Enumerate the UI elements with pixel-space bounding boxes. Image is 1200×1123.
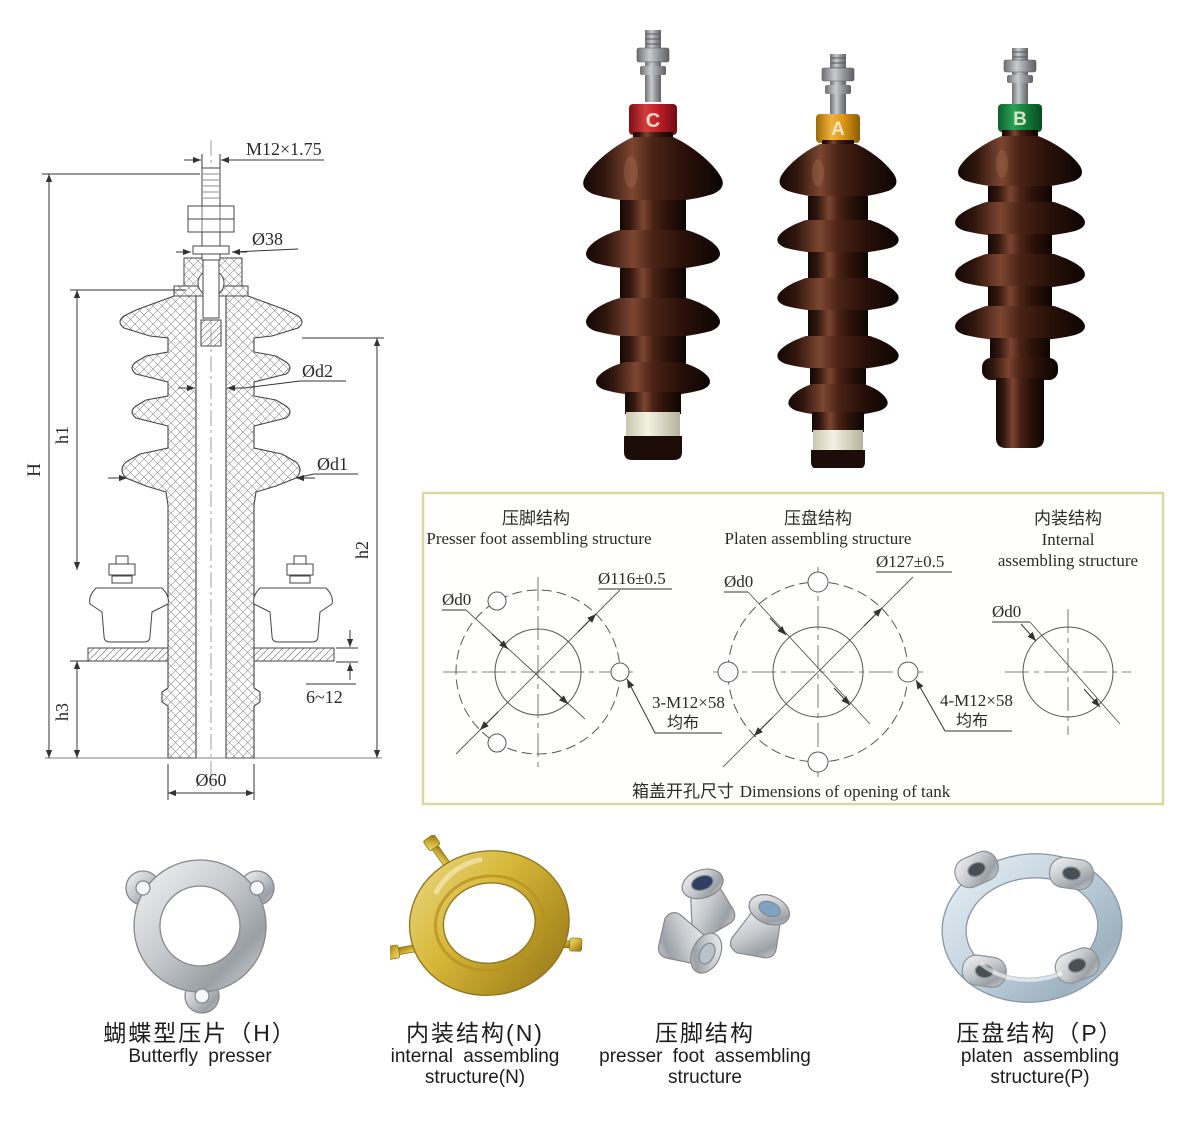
phase-letter-2: A	[831, 119, 845, 140]
specular-highlight	[146, 838, 254, 870]
caption-zh: 内装结构(N)	[406, 1020, 544, 1046]
mounting-clamp-left	[87, 555, 169, 662]
clamp-piece	[681, 868, 736, 939]
dimension-lines: H h1 h3 h2 M12×1.75 Ø38	[24, 139, 384, 800]
panel2-title-en: Platen assembling structure	[725, 529, 912, 548]
phase-letter-1: C	[646, 110, 660, 132]
caption-zh: 蝴蝶型压片（H）	[103, 1020, 297, 1046]
top-stud	[187, 167, 235, 347]
insulator-photo-2: A	[777, 54, 899, 468]
caption-en: structure(P)	[990, 1067, 1090, 1088]
clamp-piece	[657, 912, 723, 974]
dim-d38: Ø38	[252, 229, 283, 249]
dim-H: H	[24, 463, 45, 477]
panel1-bore-label: Ød0	[442, 590, 471, 609]
panel2-circle-label: Ø127±0.5	[876, 552, 944, 571]
caption-zh: 压盘结构（P）	[956, 1020, 1124, 1046]
platen-diagram	[713, 567, 1012, 777]
insulator-photo-1: C	[583, 30, 723, 460]
caption-en: platen assembling	[960, 1046, 1120, 1067]
porcelain-body	[583, 132, 723, 460]
panel-footer-en: Dimensions of opening of tank	[740, 782, 951, 801]
dim-d60: Ø60	[196, 770, 227, 790]
panel3-title-en2: assembling structure	[998, 551, 1138, 570]
panel3-bore-label: Ød0	[992, 602, 1021, 621]
caption-internal-structure: 内装结构(N) internal assembling structure(N)	[320, 1020, 630, 1088]
dim-thread: M12×1.75	[246, 139, 322, 159]
stud-icon	[821, 54, 855, 116]
presser-foot-photo	[657, 868, 791, 974]
presser-foot-diagram	[442, 577, 722, 767]
panel-border	[421, 491, 1165, 806]
porcelain-body	[777, 140, 899, 468]
phase-cap-yellow	[816, 114, 860, 143]
caption-en: presser foot assembling	[599, 1046, 811, 1067]
gloss-highlight	[812, 159, 824, 187]
dim-h3: h3	[52, 703, 72, 721]
panel1-bolt-label: 3-M12×58	[652, 693, 725, 712]
dim-h2: h2	[352, 541, 372, 559]
tank-opening-panel: 压脚结构 Presser foot assembling structure 压…	[421, 491, 1165, 806]
panel2-title-zh: 压盘结构	[784, 509, 852, 528]
panel-footer-zh: 箱盖开孔尺寸	[632, 782, 734, 801]
caption-presser-foot: 压脚结构 presser foot assembling structure	[550, 1020, 860, 1088]
platen-ring-photo	[941, 850, 1123, 1003]
panel1-circle-label: Ø116±0.5	[598, 569, 666, 588]
panel3-title-zh: 内装结构	[1034, 509, 1102, 528]
mounting-clamp-right	[253, 555, 335, 662]
panel1-bolt-label2: 均布	[667, 714, 699, 732]
panel3-title-en1: Internal	[1042, 530, 1095, 549]
dim-d2: Ød2	[302, 361, 333, 381]
panel2-bore-label: Ød0	[724, 572, 753, 591]
caption-en: structure	[668, 1067, 742, 1088]
specular-highlight	[433, 856, 483, 896]
gold-ring	[408, 850, 570, 996]
gloss-highlight	[624, 156, 638, 188]
gloss-highlight	[996, 150, 1008, 178]
phase-cap-red	[629, 104, 677, 135]
phase-cap-green	[998, 104, 1042, 132]
panel1-title-en: Presser foot assembling structure	[426, 529, 651, 548]
stud-icon	[1003, 48, 1037, 106]
panel2-bolt-label2: 均布	[956, 712, 988, 730]
dim-plate: 6~12	[306, 687, 343, 707]
caption-platen-structure: 压盘结构（P） platen assembling structure(P)	[885, 1020, 1195, 1088]
dim-h1: h1	[52, 426, 72, 444]
panel1-title-zh: 压脚结构	[502, 509, 570, 528]
internal-ring-photo	[390, 835, 583, 996]
panel2-bolt-label: 4-M12×58	[940, 691, 1013, 710]
caption-en: Butterfly presser	[128, 1046, 272, 1067]
gold-bolt	[423, 835, 452, 869]
platen-lug	[954, 850, 1100, 988]
insulator-photo-3: B	[955, 48, 1085, 448]
phase-letter-3: B	[1013, 109, 1027, 130]
caption-en: structure(N)	[424, 1067, 526, 1088]
butterfly-presser-photo	[125, 838, 275, 1014]
stud-icon	[636, 30, 670, 102]
insulator-section-drawing: H h1 h3 h2 M12×1.75 Ø38	[24, 139, 384, 800]
specular-highlight	[979, 962, 1063, 982]
caption-zh: 压脚结构	[655, 1020, 755, 1046]
caption-butterfly-presser: 蝴蝶型压片（H） Butterfly presser	[45, 1020, 355, 1067]
dim-d1: Ød1	[317, 454, 348, 474]
caption-en: internal assembling	[390, 1046, 560, 1067]
porcelain-body	[955, 130, 1085, 448]
internal-diagram	[992, 609, 1131, 735]
clamp-piece	[729, 894, 791, 959]
